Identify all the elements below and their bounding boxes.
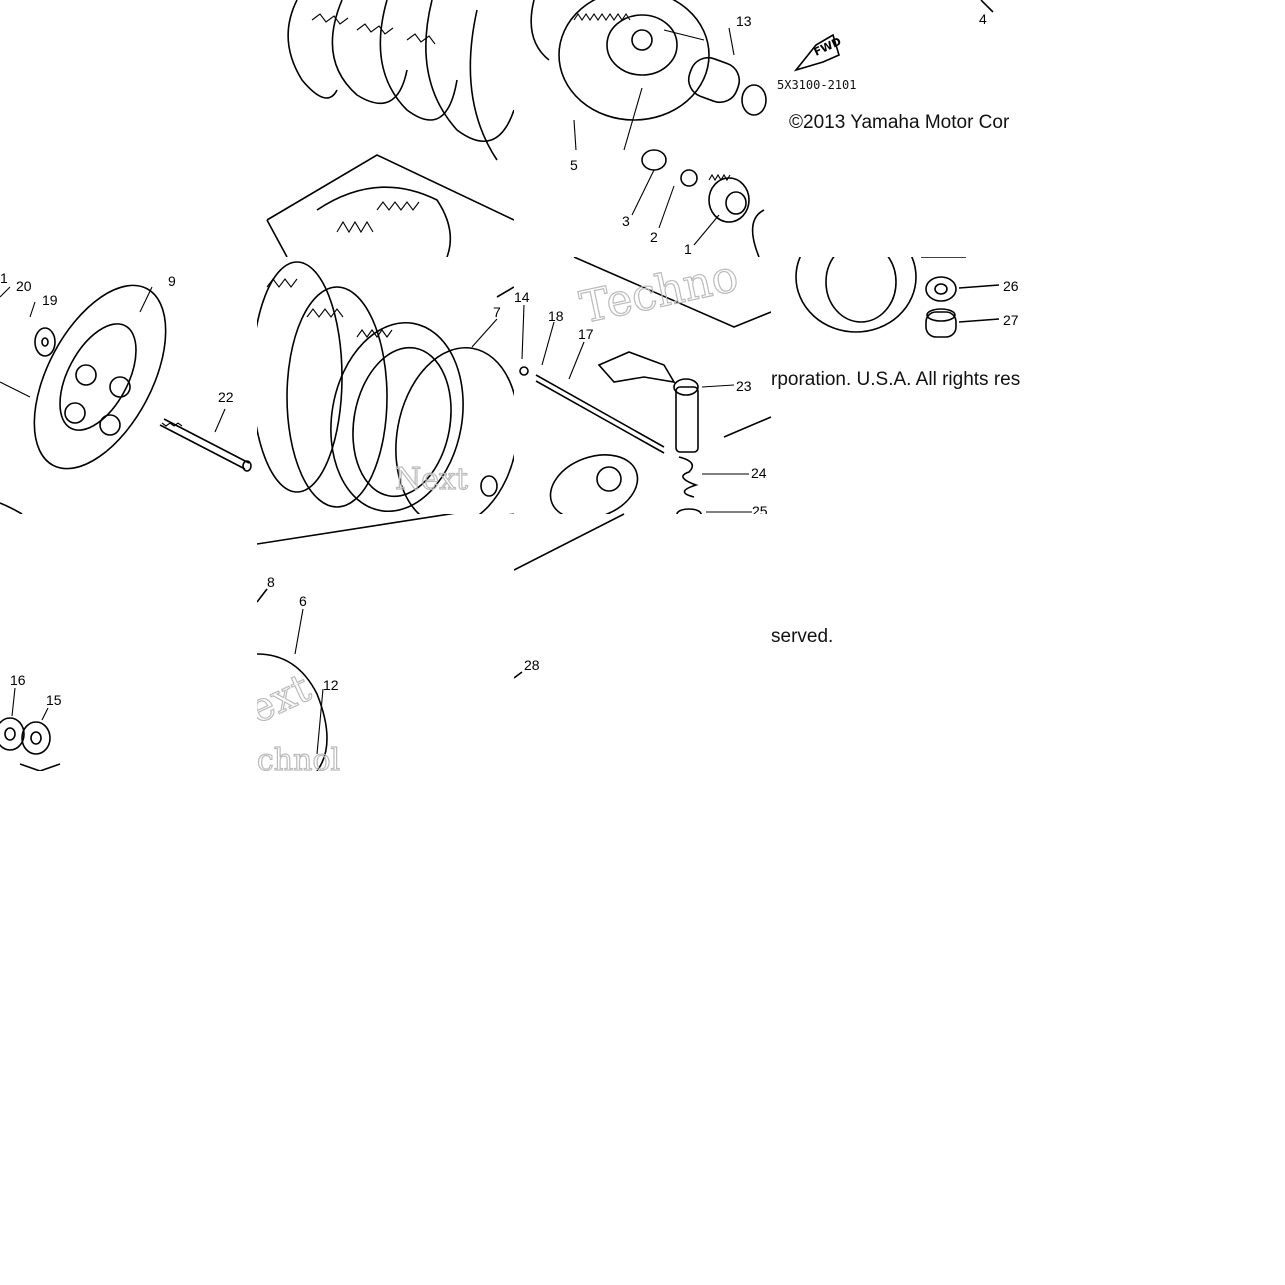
tile-friction-plates: Next 7: [257, 257, 514, 514]
callout-13: 13: [736, 13, 752, 29]
callout-28: 28: [524, 657, 540, 673]
callout-6: 6: [299, 593, 307, 609]
callout-1b: 1: [0, 270, 8, 286]
callout-1: 1: [684, 241, 692, 257]
callout-27: 27: [1003, 312, 1019, 328]
callout-4: 4: [979, 11, 987, 27]
callout-5: 5: [570, 157, 578, 173]
callout-8: 8: [267, 574, 275, 590]
copyright-text-2: rporation. U.S.A. All rights res: [771, 369, 1021, 390]
callout-26: 26: [1003, 278, 1019, 294]
tile-fwd-and-copyright: FWD 5X3100-2101 4 ©2013 Yamaha Motor Cor: [771, 0, 1028, 257]
tile-clutch-plates-top: [257, 0, 514, 257]
callout-17: 17: [578, 326, 594, 342]
tile-copyright-tail: served.: [771, 514, 1028, 771]
tile-pressure-plate: 1 20 19 9 22: [0, 257, 257, 514]
tile-push-rod-lever: Techno 14 18 17 23 24 25: [514, 257, 771, 514]
callout-18: 18: [548, 308, 564, 324]
tile-bottom-right: 28: [514, 514, 771, 771]
copyright-text-1: ©2013 Yamaha Motor Cor: [789, 112, 1010, 133]
watermark-text-fragment: ext: [257, 665, 318, 733]
watermark-chnol: chnol: [257, 743, 340, 771]
tile-bearings: 26 27 rporation. U.S.A. All rights res: [771, 257, 1028, 514]
callout-2: 2: [650, 229, 658, 245]
callout-9: 9: [168, 273, 176, 289]
watermark-next: Next: [395, 462, 468, 497]
callout-20: 20: [16, 278, 32, 294]
callout-15: 15: [46, 692, 62, 708]
callout-19: 19: [42, 292, 58, 308]
tile-bottom-left: 16 15: [0, 514, 257, 771]
callout-25: 25: [752, 503, 768, 514]
callout-22: 22: [218, 389, 234, 405]
callout-23: 23: [736, 378, 752, 394]
callout-16: 16: [10, 672, 26, 688]
part-code: 5X3100-2101: [777, 78, 856, 92]
tile-primary-driven-gear: 13 5 3 2 1: [514, 0, 771, 257]
copyright-text-3: served.: [771, 626, 834, 647]
callout-7: 7: [493, 304, 501, 320]
callout-14: 14: [514, 289, 530, 305]
callout-3: 3: [622, 213, 630, 229]
tile-bottom-center: ext chnol 8 6 12: [257, 514, 514, 771]
callout-24: 24: [751, 465, 767, 481]
callout-12: 12: [323, 677, 339, 693]
